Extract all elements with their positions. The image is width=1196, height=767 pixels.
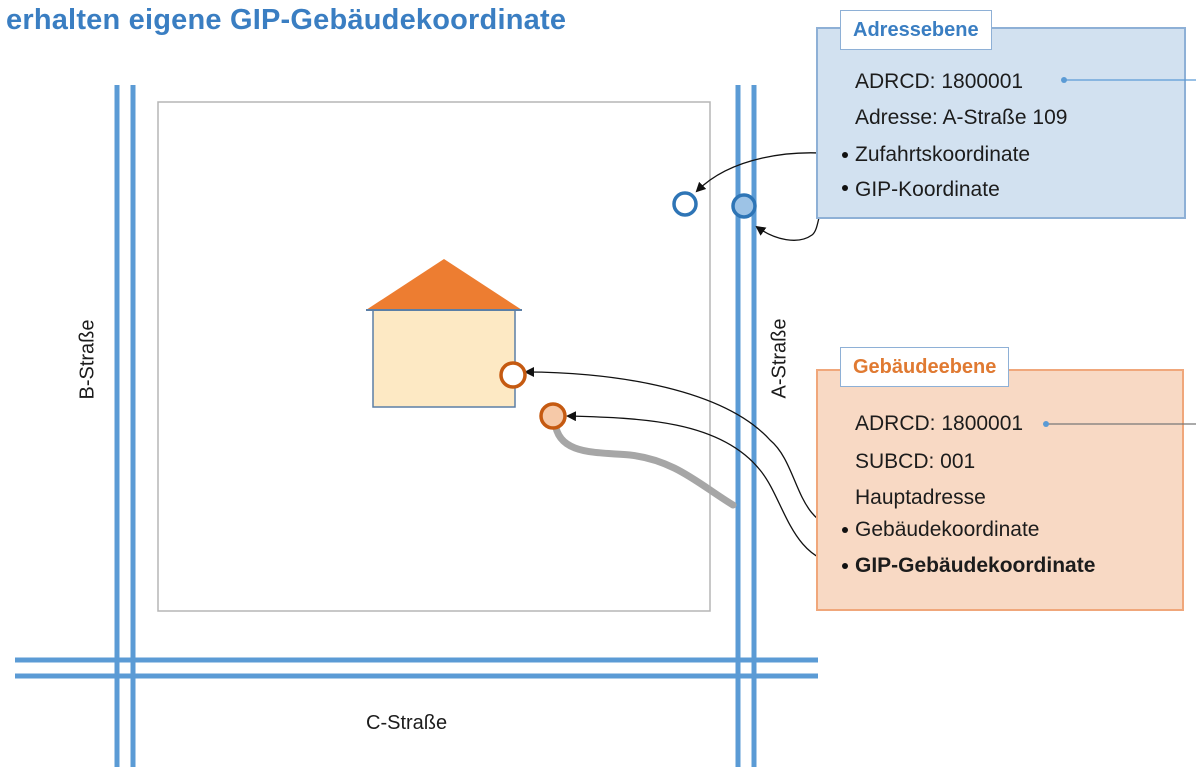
adressebene-tab: Adressebene <box>840 10 992 50</box>
geb-adrcd: ADRCD: 1800001 <box>855 412 1024 435</box>
road-b-strasse <box>114 85 136 767</box>
label-c-strasse: C-Straße <box>366 712 448 734</box>
label-a-strasse: A-Straße <box>768 318 791 399</box>
connector-gip-gebaeude <box>566 411 844 566</box>
adr-adrcd: ADRCD: 1800001 <box>855 70 1024 93</box>
adr-zufahrt: Zufahrtskoordinate <box>855 143 1031 166</box>
gip-marker[interactable] <box>731 193 757 219</box>
page-title: erhalten eigene GIP-Gebäudekoordinate <box>6 4 567 36</box>
adr-adresse: Adresse: A-Straße 109 <box>855 106 1068 129</box>
geb-haupt: Hauptadresse <box>855 486 986 509</box>
geb-gipgeb: GIP-Gebäudekoordinate <box>855 554 1096 577</box>
gebaeude-marker[interactable] <box>499 361 527 389</box>
geb-gebkoord: Gebäudekoordinate <box>855 518 1040 541</box>
road-c-strasse <box>15 657 818 679</box>
adressebene-panel <box>816 27 1186 219</box>
road-a-strasse <box>735 85 757 767</box>
adr-gip: GIP-Koordinate <box>855 178 1000 201</box>
access-path <box>551 418 737 509</box>
gebaeudeebene-tab: Gebäudeebene <box>840 347 1010 387</box>
geb-subcd: SUBCD: 001 <box>855 450 976 473</box>
house-icon <box>366 259 522 408</box>
gebaeudeebene-panel <box>816 369 1184 611</box>
gip-gebaeude-marker[interactable] <box>539 402 567 430</box>
zufahrt-marker[interactable] <box>672 191 698 217</box>
connector-gebaeude <box>524 367 844 530</box>
label-b-strasse: B-Straße <box>76 319 99 400</box>
